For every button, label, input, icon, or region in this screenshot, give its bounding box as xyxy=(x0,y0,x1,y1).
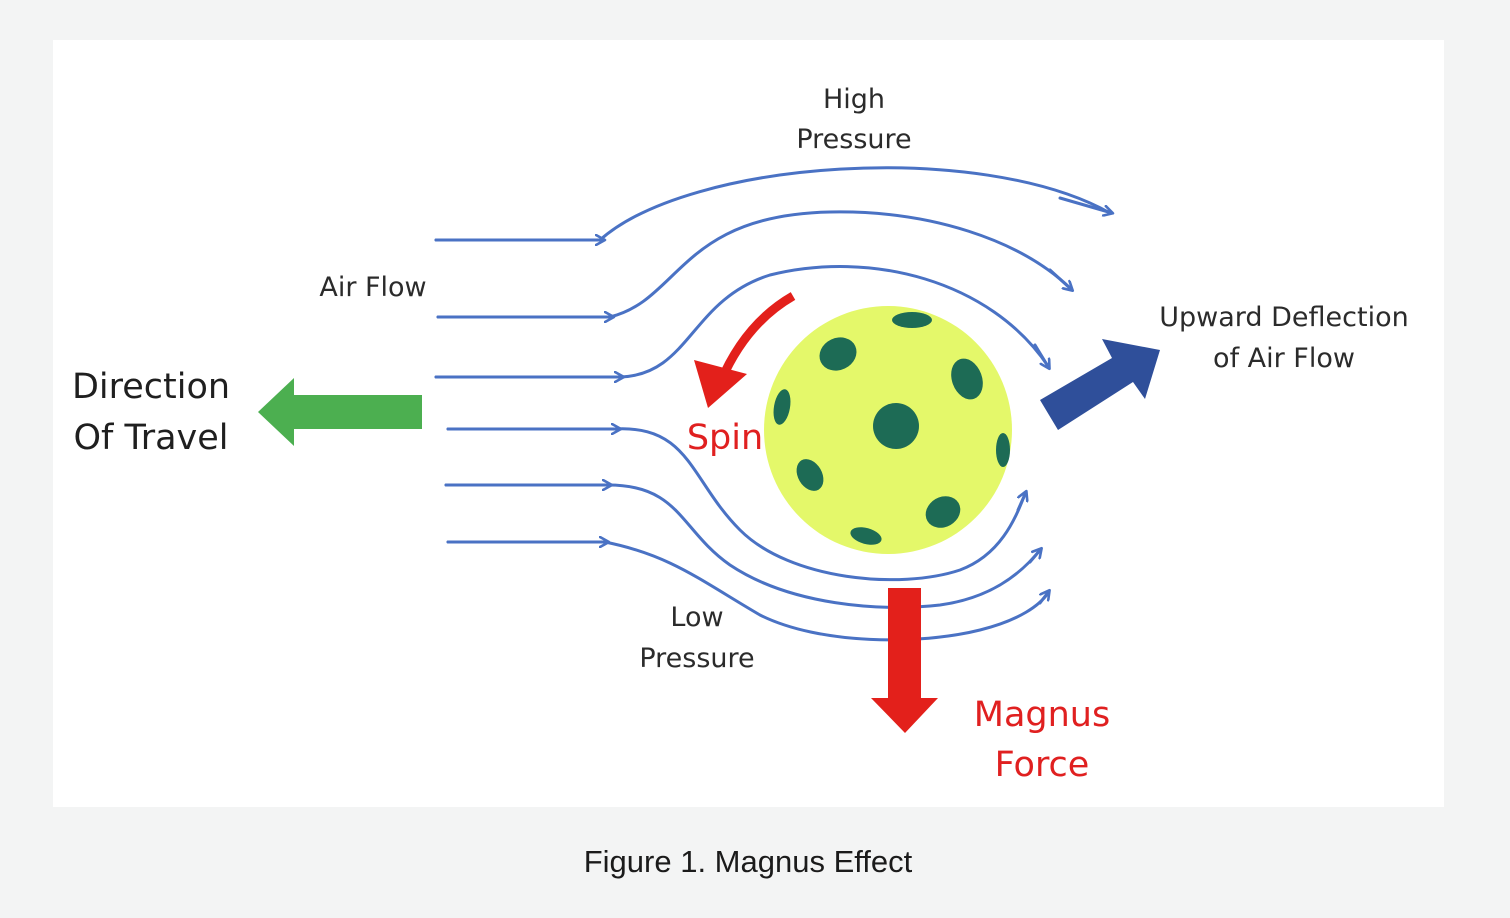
high-pressure-label-line1: High xyxy=(823,84,885,115)
ball-hole xyxy=(873,403,919,449)
direction-of-travel-arrow xyxy=(258,378,422,446)
upward-deflection-label-line1: Upward Deflection xyxy=(1159,302,1408,333)
airflow-line-6-out xyxy=(1038,591,1049,605)
airflow-line-3 xyxy=(434,265,1050,379)
high-pressure-label-line2: Pressure xyxy=(796,124,911,155)
figure-caption: Figure 1. Magnus Effect xyxy=(583,844,913,879)
ball-hole xyxy=(892,312,932,328)
air-flow-label: Air Flow xyxy=(319,272,426,303)
ball-hole xyxy=(819,337,857,371)
low-pressure-label-line1: Low xyxy=(670,602,723,633)
airflow-line-1 xyxy=(434,166,1112,242)
airflow-line-2 xyxy=(436,210,1072,319)
upward-deflection-label-line2: of Air Flow xyxy=(1213,343,1355,374)
pickleball xyxy=(764,306,1012,554)
airflow-line-5-out xyxy=(1028,549,1041,564)
airflow-line-3-out xyxy=(1033,343,1049,368)
ball-hole xyxy=(951,358,983,400)
airflow-line-2-out xyxy=(1048,268,1072,290)
airflow-streamlines xyxy=(434,166,1112,642)
magnus-force-label-line2: Force xyxy=(995,745,1090,785)
low-pressure-label-line2: Pressure xyxy=(639,643,754,674)
direction-label-line1: Direction xyxy=(72,367,230,407)
ball-holes xyxy=(773,312,1010,545)
ball-hole xyxy=(925,496,961,528)
ball-hole xyxy=(850,527,882,545)
airflow-line-6 xyxy=(446,540,1050,642)
airflow-line-5 xyxy=(444,483,1042,609)
airflow-line-1-out xyxy=(1058,196,1112,213)
deflection-arrow xyxy=(1040,339,1160,430)
spin-arrow xyxy=(694,292,796,408)
ball-hole xyxy=(796,459,824,491)
airflow-line-4-out xyxy=(1016,492,1026,512)
direction-label-line2: Of Travel xyxy=(73,418,228,458)
ball-hole xyxy=(773,389,791,425)
spin-label: Spin xyxy=(687,418,763,458)
magnus-force-label-line1: Magnus xyxy=(974,695,1110,735)
airflow-line-4 xyxy=(446,427,1027,582)
ball-hole xyxy=(996,433,1010,467)
magnus-force-arrow xyxy=(871,588,938,733)
